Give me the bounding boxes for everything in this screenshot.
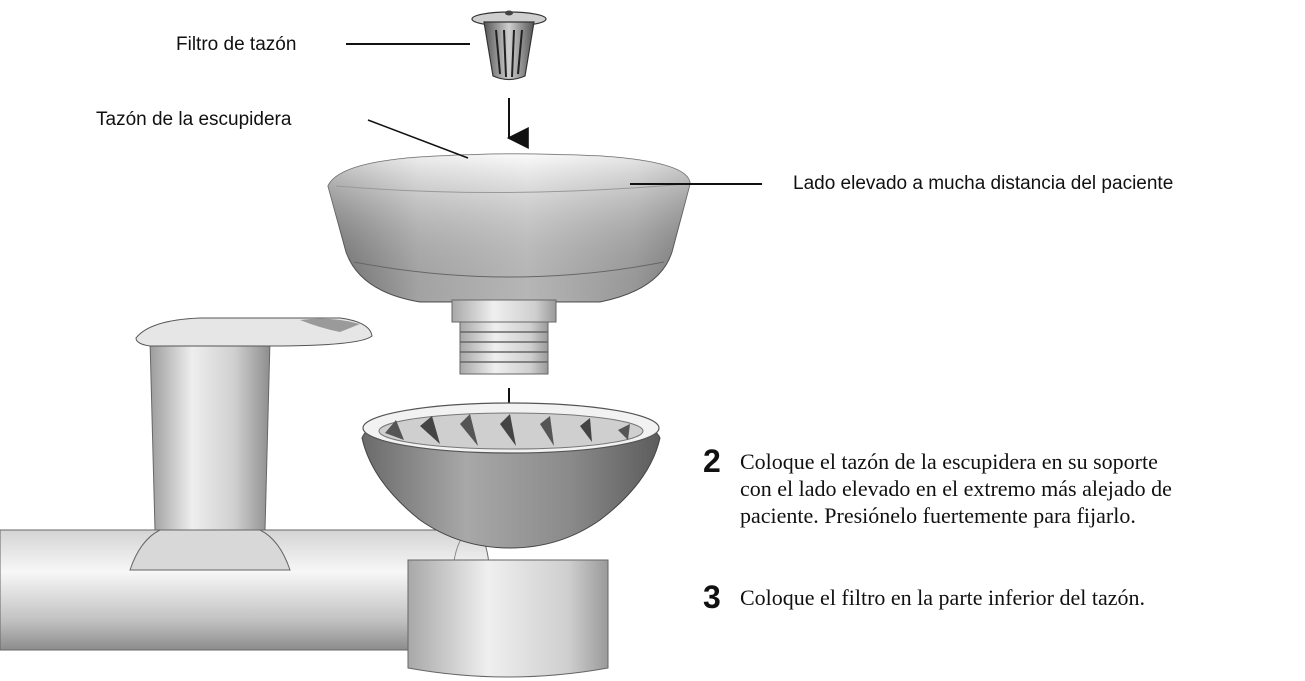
cuspidor-bowl-label: Tazón de la escupidera <box>96 109 292 130</box>
step-2-text: Coloque el tazón de la escupidera en su … <box>740 448 1305 529</box>
step-3-text: Coloque el filtro en la parte inferior d… <box>740 584 1305 611</box>
step-2-line-3: paciente. Presiónelo fuertemente para fi… <box>740 503 1136 528</box>
leader-cuspidor-bowl <box>367 119 469 159</box>
cuspidor-bowl <box>327 153 691 375</box>
bowl-filter-label: Filtro de tazón <box>176 34 297 55</box>
step-2-number: 2 <box>703 443 721 479</box>
step-2-line-1: Coloque el tazón de la escupidera en su … <box>740 449 1158 474</box>
bowl-holder <box>361 402 661 678</box>
step-2-line-2: con el lado elevado en el extremo más al… <box>740 476 1172 501</box>
bowl-filter <box>471 10 547 81</box>
cup-holder-post <box>129 317 373 571</box>
step-3-line-1: Coloque el filtro en la parte inferior d… <box>740 585 1146 610</box>
raised-side-label: Lado elevado a mucha distancia del pacie… <box>793 173 1174 194</box>
step-3-number: 3 <box>703 579 721 615</box>
